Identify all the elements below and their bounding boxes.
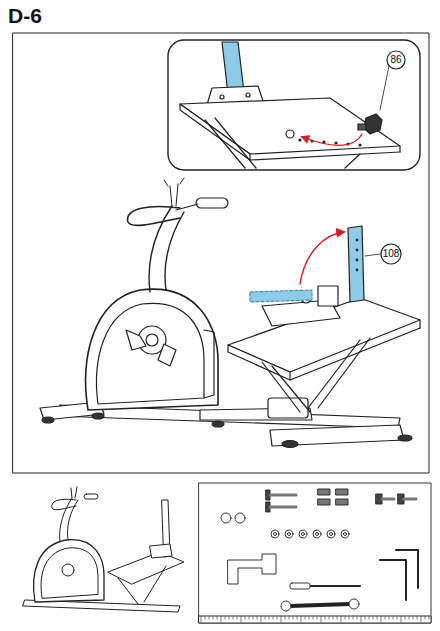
thumbnail-bike xyxy=(23,487,184,612)
callout-number: 108 xyxy=(383,249,400,259)
callout-circle xyxy=(387,51,405,69)
ruler-ticks xyxy=(201,616,429,622)
hardware-panel xyxy=(199,483,431,623)
backrest-post xyxy=(348,226,364,302)
main-frame xyxy=(13,33,429,473)
callout-number: 86 xyxy=(390,55,401,65)
pop-pin-knob xyxy=(358,114,382,134)
recumbent-bike xyxy=(40,178,420,448)
callout-circle xyxy=(381,244,401,264)
step-title: D-6 xyxy=(8,4,42,28)
inset-detail xyxy=(168,40,420,170)
